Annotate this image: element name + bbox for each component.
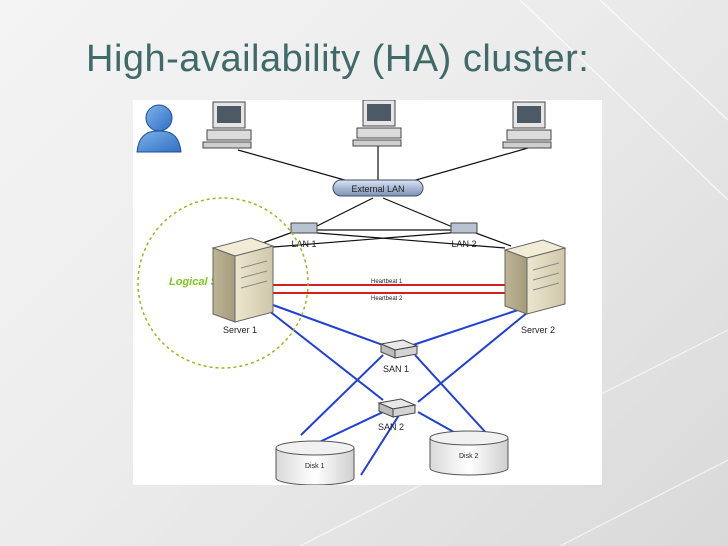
san2-label: SAN 2 [378,422,404,432]
server2-icon [503,239,567,315]
disk1-label: Disk 1 [305,463,325,470]
external-lan-label: External LAN [351,184,404,194]
server1-icon [211,237,275,323]
san1-switch [379,339,419,359]
lan1-label: LAN 1 [291,239,316,249]
ha-cluster-diagram: External LAN LAN 1 LAN 2 Logical Server … [133,100,602,485]
logical-server-boundary [137,197,309,369]
lan2-switch: LAN 2 [450,222,478,249]
workstation-icon [352,100,402,147]
disk1-icon [275,440,355,485]
san-links [267,304,529,476]
lan2-label: LAN 2 [451,239,476,249]
heartbeat2-label: Heartbeat 2 [371,296,403,302]
san1-label: SAN 1 [383,364,409,374]
slide-title: High-availability (HA) cluster: [86,38,590,80]
server1-label: Server 1 [223,325,257,335]
workstation-icon [502,101,552,149]
server2-label: Server 2 [521,325,555,335]
heartbeat1-label: Heartbeat 1 [371,279,403,285]
disk2-icon [429,430,509,476]
san2-switch [377,398,417,418]
user-icon [136,104,182,153]
workstation-icon [202,101,252,149]
heartbeat-links [273,284,505,294]
external-lan: External LAN [332,179,424,197]
lan1-switch: LAN 1 [290,222,318,249]
disk2-label: Disk 2 [459,453,479,460]
